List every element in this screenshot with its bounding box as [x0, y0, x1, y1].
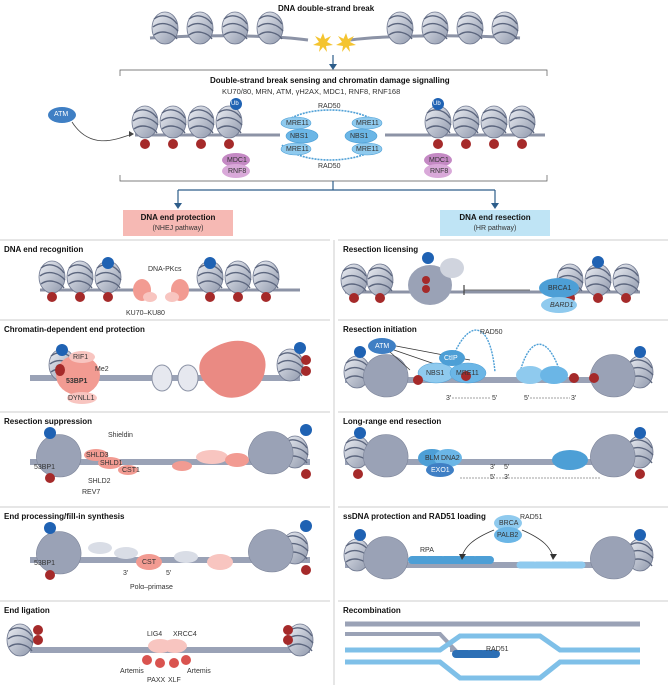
lr-5prime-b: 5′: [490, 474, 496, 481]
rad51-label-2: RAD51: [486, 646, 509, 653]
suppression-title: Resection suppression: [4, 417, 93, 426]
sensing-chromatin: [48, 98, 545, 178]
ligation-title: End ligation: [4, 606, 50, 615]
pola-label: Polα–primase: [130, 584, 173, 591]
artemis-label-1: Artemis: [120, 668, 144, 675]
ub-label-1: Ub: [231, 101, 239, 107]
mre11-label-2: MRE11: [286, 146, 309, 153]
cst-label: CST: [142, 559, 156, 566]
fillin-5prime: 5′: [166, 570, 172, 577]
artemis-label-2: Artemis: [187, 668, 211, 675]
exo1-label: EXO1: [431, 467, 450, 474]
xlf-label: XLF: [168, 677, 181, 684]
ssdna-illustration: [343, 515, 654, 580]
nhej-title: DNA end protection: [140, 213, 216, 222]
rnf8-label-1: RNF8: [228, 168, 247, 175]
53bp1-label-3: 53BP1: [34, 560, 56, 567]
sensing-title: Double-strand break sensing and chromati…: [210, 76, 450, 85]
longrange-illustration: [343, 427, 654, 479]
mre11-label-3: MRE11: [356, 120, 379, 127]
init-5prime: 5′: [492, 395, 498, 402]
break-star-icon: [313, 33, 333, 52]
palb2-label: PALB2: [497, 532, 519, 539]
dna2-label: DNA2: [441, 455, 460, 462]
longrange-title: Long-range end resection: [343, 417, 442, 426]
fillin-illustration: [30, 520, 312, 580]
nhej-box: [123, 210, 233, 236]
53bp1-label-2: 53BP1: [34, 464, 56, 471]
shieldin-label: Shieldin: [108, 432, 133, 439]
mre11-label-5: MRE11: [456, 370, 479, 377]
rif1-label: RIF1: [73, 354, 89, 361]
init-3prime-2: 3′: [571, 395, 577, 402]
cst1-label: CST1: [122, 467, 140, 474]
brca-label: BRCA: [499, 520, 519, 527]
rpa-label: RPA: [420, 547, 434, 554]
recognition-title: DNA end recognition: [4, 245, 84, 254]
mdc1-label-1: MDC1: [227, 157, 247, 164]
lr-3prime-a: 3′: [490, 464, 496, 471]
init-3prime: 3′: [446, 395, 452, 402]
dynll1-label: DYNLL1: [68, 395, 95, 402]
ligation-illustration: [6, 623, 314, 668]
top-chromatin: [149, 11, 521, 52]
mre11-label-4: MRE11: [356, 146, 379, 153]
chromatin-protection-illustration: [30, 340, 311, 404]
initiation-title: Resection initiation: [343, 325, 417, 334]
hr-title: DNA end resection: [459, 213, 531, 222]
nbs1-label-1: NBS1: [290, 133, 309, 140]
init-5prime-2: 5′: [524, 395, 530, 402]
dnapkcs-label: DNA-PKcs: [148, 266, 182, 273]
break-star-icon-2: [336, 33, 356, 52]
initiation-illustration: [343, 329, 654, 399]
shld3-label: SHLD3: [86, 452, 109, 459]
suppression-illustration: [30, 424, 312, 483]
licensing-illustration: [340, 252, 640, 313]
licensing-title: Resection licensing: [343, 245, 419, 254]
chromatin-title: Chromatin-dependent end protection: [4, 325, 145, 334]
shld1-label: SHLD1: [100, 460, 123, 467]
mdc1-label-2: MDC1: [429, 157, 449, 164]
nbs1-label-2: NBS1: [350, 133, 369, 140]
hr-box: [440, 210, 550, 236]
lr-3prime-b: 3′: [504, 474, 510, 481]
rad51-label-1: RAD51: [520, 514, 543, 521]
ctip-label: CtIP: [444, 355, 458, 362]
lig4-label: LIG4: [147, 631, 163, 638]
paxx-label: PAXX: [147, 677, 166, 684]
xrcc4-label: XRCC4: [173, 631, 197, 638]
nhej-subtitle: (NHEJ pathway): [152, 225, 204, 232]
recomb-title: Recombination: [343, 606, 401, 615]
sensing-subtitle: KU70/80, MRN, ATM, γH2AX, MDC1, RNF8, RN…: [222, 87, 401, 96]
fillin-3prime: 3′: [123, 570, 129, 577]
rad50-label-2: RAD50: [480, 329, 503, 336]
blm-label: BLM: [425, 455, 440, 462]
top-title: DNA double-strand break: [278, 4, 375, 13]
hr-subtitle: (HR pathway): [473, 225, 517, 232]
rnf8-label-2: RNF8: [430, 168, 449, 175]
recognition-illustration: [38, 257, 300, 302]
shld2-label: SHLD2: [88, 478, 111, 485]
rad50-bottom-label: RAD50: [318, 163, 341, 170]
ku-label: KU70–KU80: [126, 310, 165, 317]
rad50-top-label: RAD50: [318, 103, 341, 110]
lr-5prime-a: 5′: [504, 464, 510, 471]
atm-label-2: ATM: [375, 343, 390, 350]
rev7-label: REV7: [82, 489, 101, 496]
recombination-illustration: [345, 621, 640, 681]
nbs1-label-3: NBS1: [426, 370, 445, 377]
me2-label: Me2: [95, 366, 109, 373]
fillin-title: End processing/fill-in synthesis: [4, 512, 125, 521]
ub-label-2: Ub: [433, 101, 441, 107]
bard1-label: BARD1: [550, 302, 574, 309]
atm-label: ATM: [54, 111, 69, 118]
ssdna-title: ssDNA protection and RAD51 loading: [343, 512, 486, 521]
mre11-label-1: MRE11: [286, 120, 309, 127]
brca1-label: BRCA1: [548, 285, 572, 292]
53bp1-label-1: 53BP1: [66, 378, 88, 385]
